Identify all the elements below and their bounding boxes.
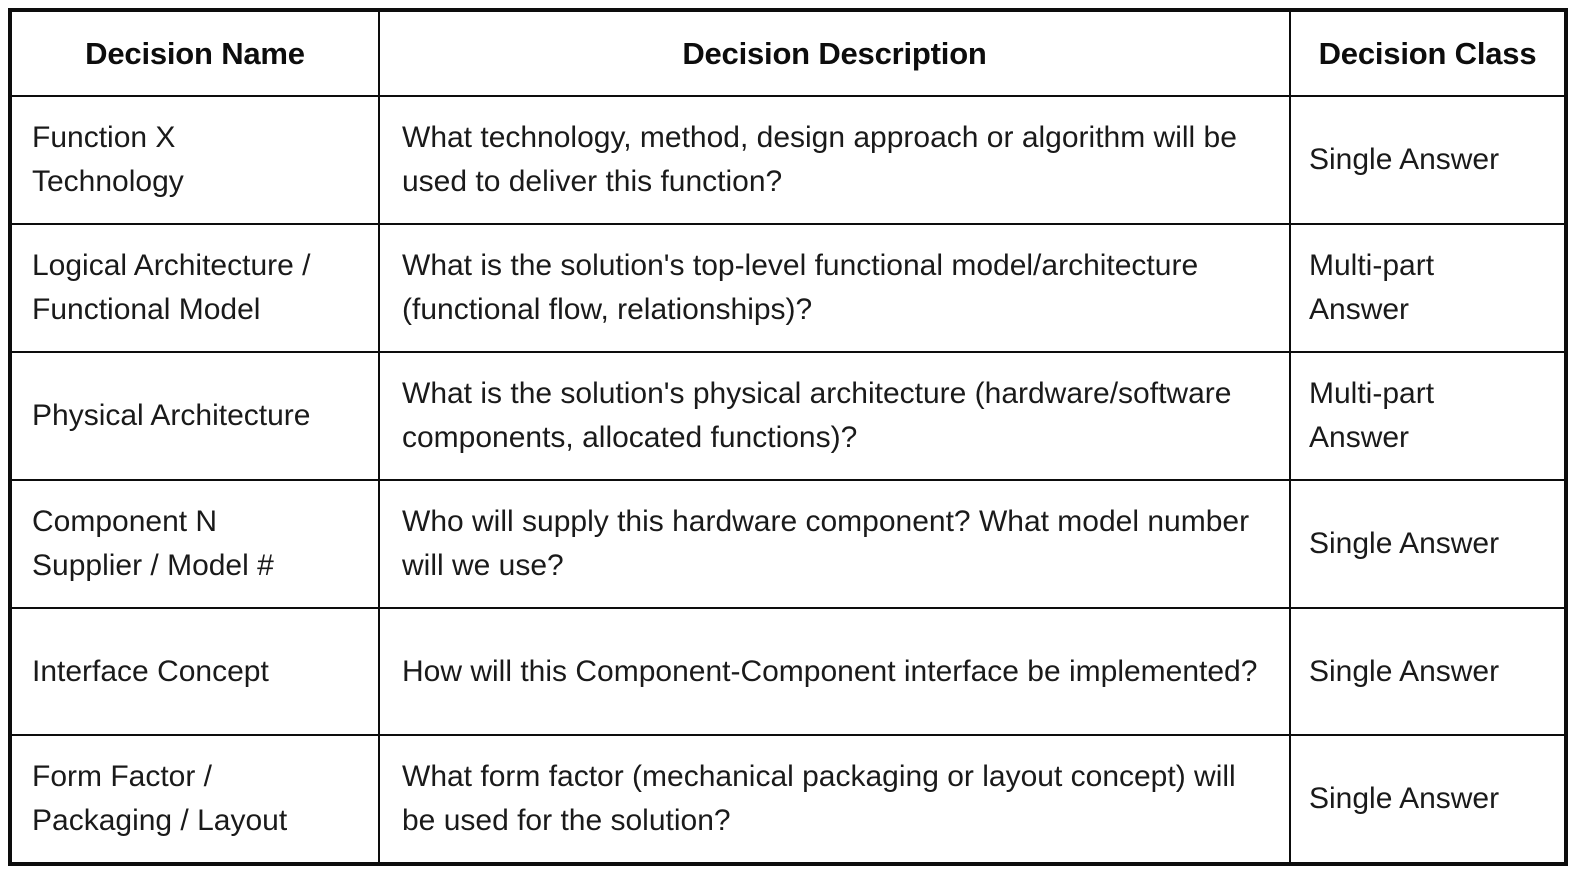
cell-decision-description: Who will supply this hardware component?… — [378, 479, 1291, 609]
decision-table: Decision Name Decision Description Decis… — [8, 8, 1568, 866]
cell-decision-name: Form Factor /Packaging / Layout — [9, 734, 380, 865]
cell-decision-class: Single Answer — [1289, 607, 1567, 736]
table-row: Interface Concept How will this Componen… — [9, 607, 1567, 736]
table-header-row: Decision Name Decision Description Decis… — [9, 9, 1567, 97]
cell-decision-class: Single Answer — [1289, 479, 1567, 609]
cell-decision-description: What technology, method, design approach… — [378, 95, 1291, 225]
column-header-decision-name: Decision Name — [9, 9, 380, 97]
column-header-decision-description: Decision Description — [378, 9, 1291, 97]
decision-table-container: Decision Name Decision Description Decis… — [8, 8, 1568, 866]
cell-decision-name: Physical Architecture — [9, 351, 380, 481]
cell-decision-name: Interface Concept — [9, 607, 380, 736]
cell-decision-class: Single Answer — [1289, 95, 1567, 225]
cell-decision-description: What is the solution's physical architec… — [378, 351, 1291, 481]
table-header: Decision Name Decision Description Decis… — [9, 9, 1567, 97]
table-row: Physical Architecture What is the soluti… — [9, 351, 1567, 481]
cell-decision-description: What is the solution's top-level functio… — [378, 223, 1291, 353]
cell-decision-description: How will this Component-Component interf… — [378, 607, 1291, 736]
cell-decision-class: Single Answer — [1289, 734, 1567, 865]
cell-decision-name: Logical Architecture /Functional Model — [9, 223, 380, 353]
cell-decision-description: What form factor (mechanical packaging o… — [378, 734, 1291, 865]
table-row: Form Factor /Packaging / Layout What for… — [9, 734, 1567, 865]
column-header-decision-class: Decision Class — [1289, 9, 1567, 97]
table-row: Logical Architecture /Functional Model W… — [9, 223, 1567, 353]
